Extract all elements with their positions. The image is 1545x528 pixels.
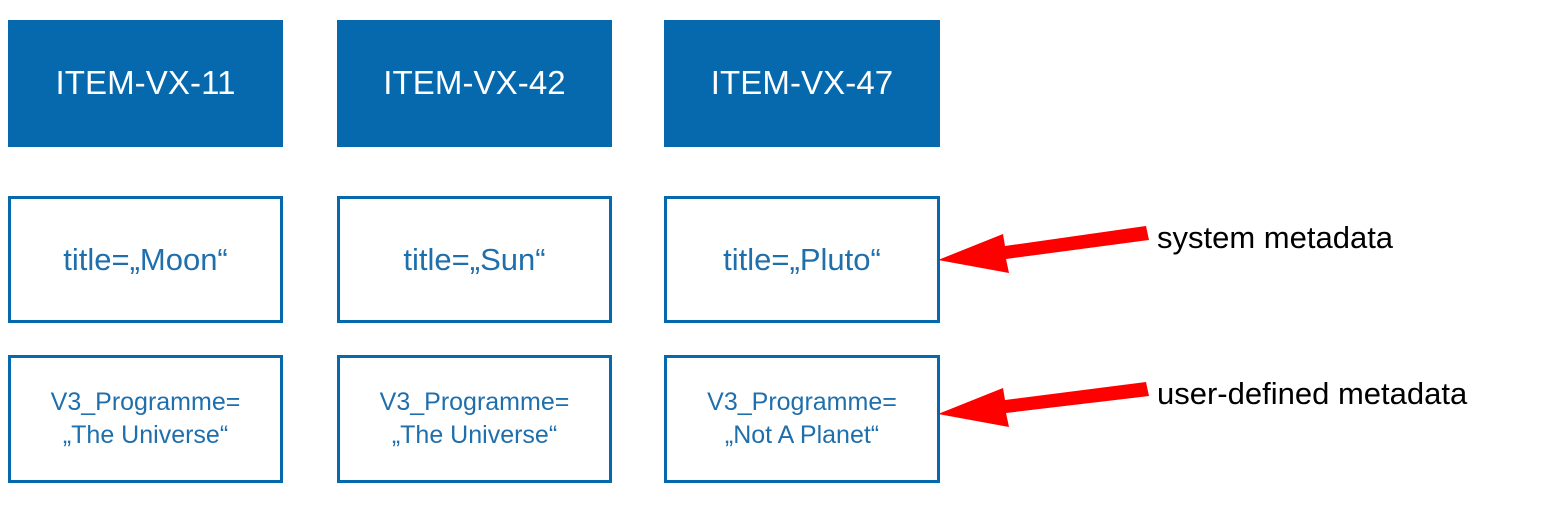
user-metadata-annotation: user-defined metadata [1157, 378, 1467, 409]
item-id-label-3: ITEM-VX-47 [710, 64, 894, 102]
user-metadata-box-2[interactable]: V3_Programme= „The Universe“ [337, 355, 612, 483]
user-metadata-box-3[interactable]: V3_Programme= „Not A Planet“ [664, 355, 940, 483]
system-metadata-box-3[interactable]: title=„Pluto“ [664, 196, 940, 323]
item-header-box-3[interactable]: ITEM-VX-47 [664, 20, 940, 147]
item-header-box-2[interactable]: ITEM-VX-42 [337, 20, 612, 147]
system-metadata-label-2: title=„Sun“ [403, 241, 546, 277]
user-metadata-label-1: V3_Programme= „The Universe“ [50, 388, 241, 449]
system-metadata-annotation: system metadata [1157, 222, 1393, 253]
user-metadata-arrow [938, 382, 1149, 427]
user-metadata-label-3: V3_Programme= „Not A Planet“ [707, 388, 897, 449]
user-metadata-box-1[interactable]: V3_Programme= „The Universe“ [8, 355, 283, 483]
system-metadata-annotation-label: system metadata [1157, 220, 1394, 255]
user-metadata-annotation-label: user-defined metadata [1157, 376, 1468, 411]
system-metadata-arrow [938, 226, 1149, 273]
system-metadata-label-1: title=„Moon“ [63, 241, 228, 277]
item-id-label-2: ITEM-VX-42 [383, 64, 566, 102]
system-metadata-box-2[interactable]: title=„Sun“ [337, 196, 612, 323]
user-metadata-label-2: V3_Programme= „The Universe“ [379, 388, 570, 449]
item-id-label-1: ITEM-VX-11 [55, 64, 236, 102]
system-metadata-label-3: title=„Pluto“ [723, 241, 881, 277]
system-metadata-box-1[interactable]: title=„Moon“ [8, 196, 283, 323]
item-header-box-1[interactable]: ITEM-VX-11 [8, 20, 283, 147]
